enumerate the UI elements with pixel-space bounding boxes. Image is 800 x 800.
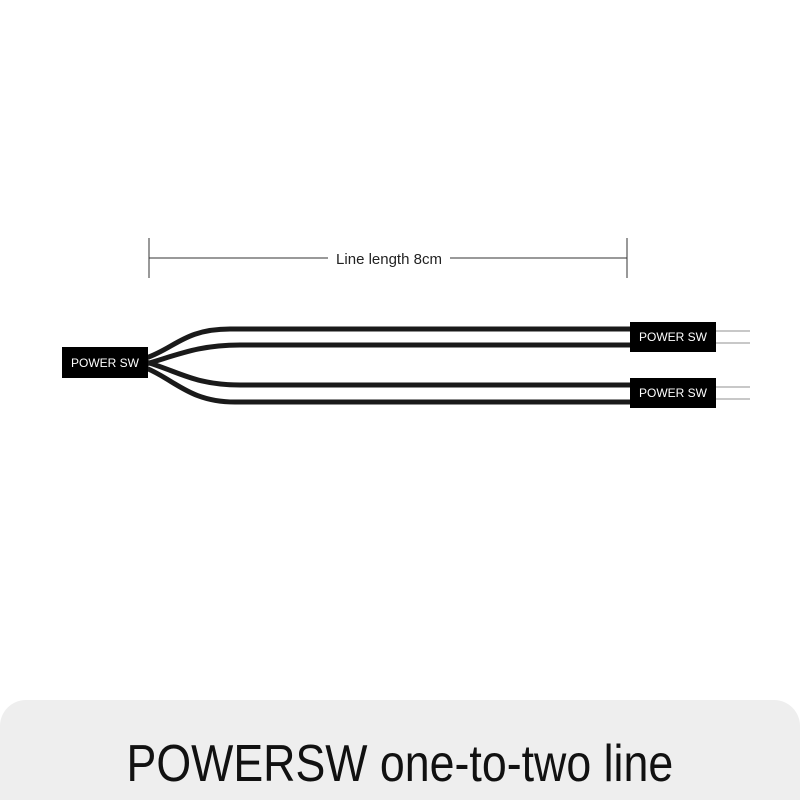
right-top-connector: POWER SW (630, 322, 750, 352)
caption-bar: POWERSW one-to-two line (0, 700, 800, 800)
cable-wire-4 (143, 365, 635, 405)
left-connector-label: POWER SW (71, 356, 140, 370)
dimension-label: Line length 8cm (336, 251, 442, 268)
right-bottom-connector-label: POWER SW (639, 386, 708, 400)
right-bottom-connector: POWER SW (630, 378, 750, 408)
cable-wire-2 (143, 342, 635, 367)
left-connector: POWER SW (62, 347, 148, 378)
cable-wires (143, 326, 635, 405)
cable-wire-1 (143, 326, 635, 361)
dimension-marker: Line length 8cm (148, 238, 628, 278)
right-top-connector-label: POWER SW (639, 330, 708, 344)
cable-illustration: Line length 8cm POWER SW POWER SW POW (62, 238, 750, 408)
cable-wire-3 (143, 359, 635, 388)
right-bottom-pins (716, 386, 750, 400)
caption-title: POWERSW one-to-two line (126, 735, 674, 793)
right-top-pins (716, 330, 750, 344)
